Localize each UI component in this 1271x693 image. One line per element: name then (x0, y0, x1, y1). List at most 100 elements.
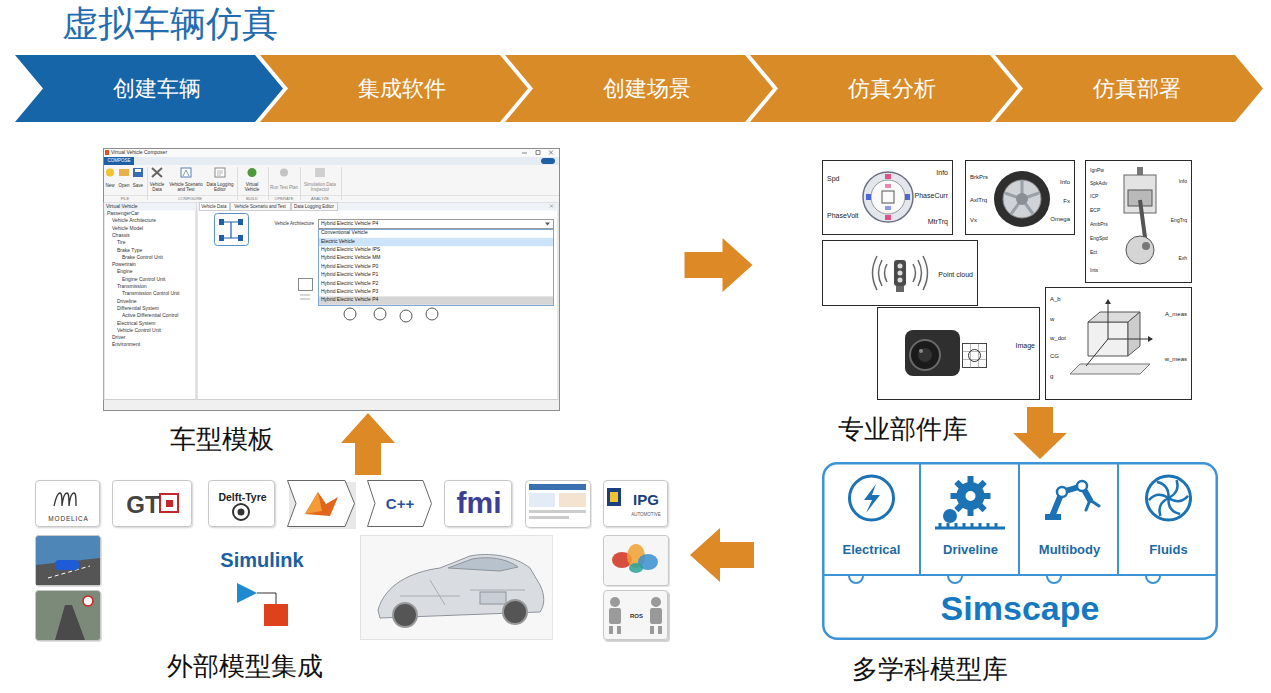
simscape-icons (943, 509, 957, 523)
logo-tiles (610, 597, 620, 607)
node-text: Ints (1090, 268, 1098, 274)
ui-text: Vehicle Architecture (274, 222, 314, 227)
app-screenshot (248, 168, 257, 177)
logo-tiles (529, 493, 555, 507)
simscape-icons (1160, 498, 1169, 516)
node-text: Info (936, 169, 948, 177)
ui-text: Vehicle Control Unit (117, 328, 161, 334)
logo-tiles (610, 492, 618, 502)
chevron-shape (15, 55, 283, 122)
app-screenshot (197, 203, 558, 400)
node-text: w (1050, 316, 1054, 323)
app-screenshot (200, 203, 230, 211)
node-text: Vx (970, 217, 977, 224)
node-text: 集成软件 (358, 76, 446, 101)
lidar-illustration (873, 256, 928, 290)
diagram-title: 虚拟车辆仿真 (62, 4, 278, 44)
app-screenshot (104, 203, 196, 400)
simscape-icons (1169, 480, 1178, 498)
logo-tiles (650, 608, 662, 624)
simscape-icons (966, 491, 976, 501)
app-screenshot (231, 203, 291, 211)
ui-text: Brake Control Unit (122, 255, 163, 261)
simulink-block: Point cloud (822, 240, 978, 306)
app-screenshot (148, 167, 342, 200)
logo-tile: C++ (367, 480, 432, 527)
app-screenshot (197, 203, 558, 211)
simscape-icons (1147, 476, 1191, 520)
app-screenshot (104, 165, 559, 202)
wheel-illustration (1016, 193, 1028, 205)
ui-text: Active Differential Control (122, 313, 178, 319)
logo-tiles (288, 481, 355, 527)
ui-text: Driveline (117, 299, 136, 305)
library-panel: Simscape多学科模型库ElectricalDrivelineMultibo… (822, 462, 1218, 640)
app-screenshot (104, 149, 559, 157)
node-text: w_dot (1050, 335, 1066, 342)
app-screenshot (215, 168, 225, 177)
app-screenshot (280, 169, 288, 177)
ui-text: Save (133, 184, 143, 189)
logo-tiles (305, 492, 322, 514)
simulink-icon (257, 593, 276, 604)
simscape-icons (1153, 481, 1173, 498)
chevron-shape (505, 55, 773, 122)
imu-illustration (1086, 300, 1152, 366)
logo-tiles (529, 510, 586, 513)
node-text: Info (1179, 179, 1187, 185)
ui-text: Virtual Vehicle Composer (111, 150, 167, 156)
car-picture (361, 536, 553, 640)
logo-tile: ROS (603, 590, 668, 640)
ui-text: Brake Type (117, 248, 142, 254)
node-text: Driveline (943, 543, 998, 558)
ui-text: Conventional Vehicle (321, 230, 368, 236)
wheel-illustration (1003, 180, 1041, 218)
ui-text: Vehicle Scenario and Test (234, 204, 286, 209)
logo-tile: MODELICA (35, 480, 100, 527)
app-screenshot (104, 149, 560, 411)
logo-tiles (166, 500, 173, 507)
logo-tiles (529, 484, 586, 490)
ui-text: Hybrid Electric Vehicle P3 (321, 289, 378, 295)
node-text: EngTrq (1171, 218, 1187, 224)
simscape-icons (1077, 481, 1087, 491)
car-picture (361, 536, 553, 640)
node-text: PhaseVolt (827, 212, 859, 220)
node-text: Electrical (843, 543, 901, 558)
logo-tiles (55, 605, 85, 640)
node-text: SpkAdv (1090, 181, 1107, 187)
logo-tiles (305, 492, 338, 516)
logo-tiles (617, 626, 621, 634)
app-screenshot (550, 205, 553, 208)
node-text: PhaseCurr (915, 192, 948, 200)
camera-illustration (963, 344, 987, 368)
chevron-shape (750, 55, 1018, 122)
camera-illustration (963, 344, 987, 368)
component-library: 专业部件库SpdPhaseVoltInfoPhaseCurrMtrTrqBrkP… (822, 158, 1194, 404)
node-text: BrkPrs (970, 174, 988, 181)
logo-tile: fmi (444, 480, 512, 527)
logo-tiles (526, 481, 591, 528)
app-screenshot (104, 400, 559, 410)
motor-illustration (885, 184, 891, 188)
node-text: ICP (1090, 194, 1098, 200)
ui-text: Chassis (112, 233, 130, 239)
app-screenshot (522, 151, 553, 155)
ui-text: COMPOSE (107, 159, 130, 164)
simulink-icon (264, 604, 288, 626)
app-screenshot (219, 219, 224, 225)
app-screenshot (133, 168, 143, 177)
ui-text: Driver (112, 335, 125, 341)
app-screenshot (104, 157, 134, 165)
app-screenshot (545, 223, 550, 226)
app-screenshot (426, 308, 438, 320)
app-screenshot (541, 158, 555, 164)
node-text: GT (126, 491, 159, 519)
ui-text: Hybrid Electric Vehicle P2 (321, 281, 378, 287)
lidar-illustration (896, 286, 904, 292)
ui-text: CONFIGURE (178, 197, 202, 201)
camera-illustration (969, 350, 981, 362)
ui-text: Data Logging Editor (205, 183, 235, 193)
process-step: 创建场景 (505, 55, 773, 122)
node-text: Simscape (941, 589, 1100, 628)
